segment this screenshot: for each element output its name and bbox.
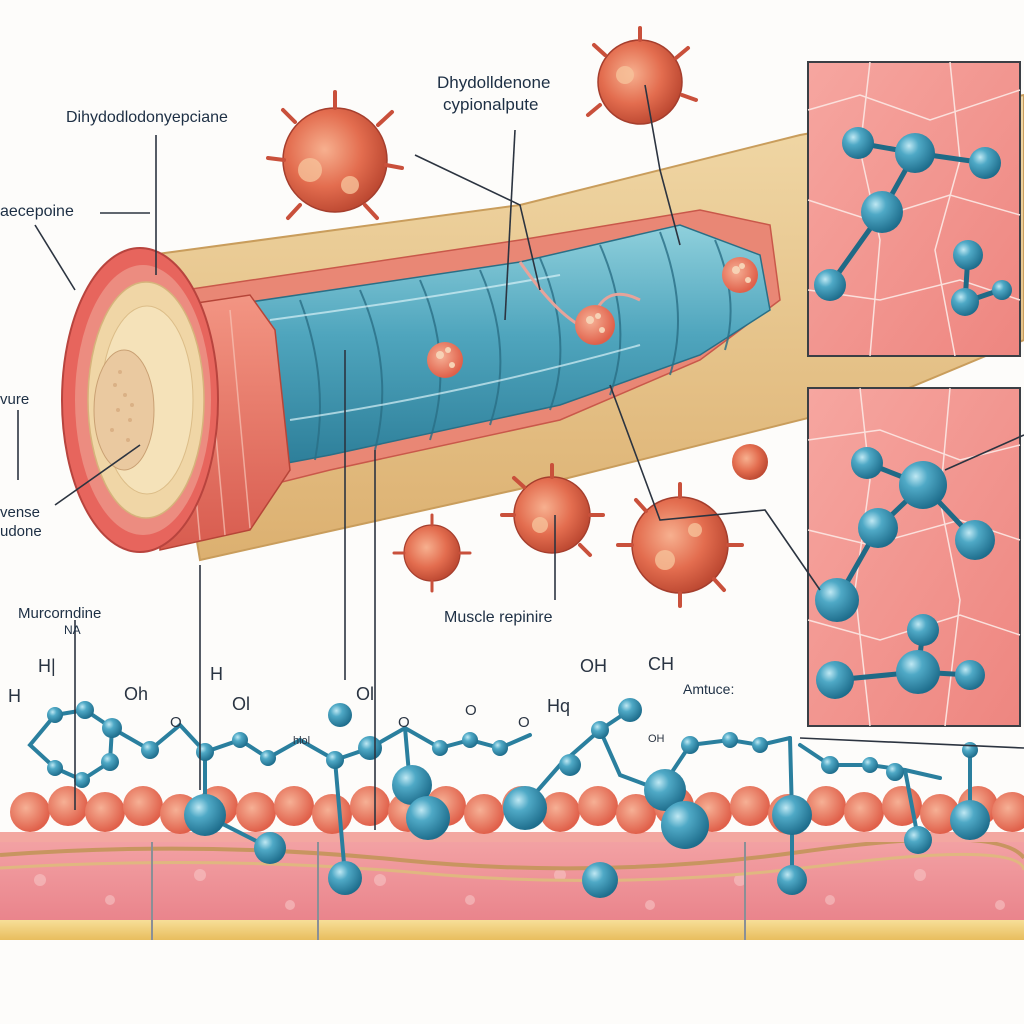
inset-panel-bottom: [807, 387, 1021, 727]
muscle-bundle: [61, 93, 1024, 562]
chem-tiny-2: OH: [648, 733, 665, 745]
cell-4: [392, 513, 472, 593]
floating-cells: [266, 26, 768, 608]
chem-ol-1: Ol: [232, 694, 250, 714]
label-murcorndine: Murcorndine: [18, 605, 102, 622]
label-na: NA: [64, 623, 81, 637]
chem-h-2: H: [8, 686, 21, 706]
satellite-cells: [427, 257, 758, 378]
chem-o-1: O: [170, 714, 182, 731]
chem-oh-1: Oh: [124, 684, 149, 704]
chem-o-4: O: [518, 714, 530, 731]
chem-o-2: O: [398, 714, 410, 731]
chem-h-3: H: [210, 664, 223, 684]
cell-2: [586, 26, 698, 125]
leader-lines: [17, 84, 1024, 830]
inset-panel-top: [807, 61, 1021, 357]
cell-1: [266, 90, 404, 220]
chem-tiny-1: hlol: [293, 735, 311, 747]
chem-hq: Hq: [547, 696, 571, 716]
muscle-cross-section: [61, 247, 219, 553]
molecule-chain: [27, 698, 990, 898]
chem-o-3: O: [465, 702, 477, 719]
label-vure: vure: [0, 391, 30, 408]
label-cypionalpute: cypionalpute: [443, 95, 539, 114]
cell-5: [616, 482, 744, 608]
chem-ol-2: Ol: [356, 684, 374, 704]
label-udone: udone: [0, 523, 42, 540]
chem-oh-2: OH: [580, 656, 607, 676]
fiber-segments: [299, 231, 732, 461]
cell-3: [500, 463, 605, 557]
label-muscle-repinire: Muscle repinire: [444, 609, 553, 626]
cell-6: [732, 444, 768, 480]
chem-h-1: H|: [38, 656, 56, 676]
label-dihydrodonyepciane: Dihydodlodonyepciane: [66, 109, 228, 126]
chem-ch: CH: [648, 654, 674, 674]
label-amtuce: Amtuce:: [683, 681, 735, 697]
label-vense: vense: [0, 504, 41, 521]
label-dhydolldenone: Dhydolldenone: [437, 73, 551, 92]
label-aecepoine: aecepoine: [0, 203, 74, 220]
